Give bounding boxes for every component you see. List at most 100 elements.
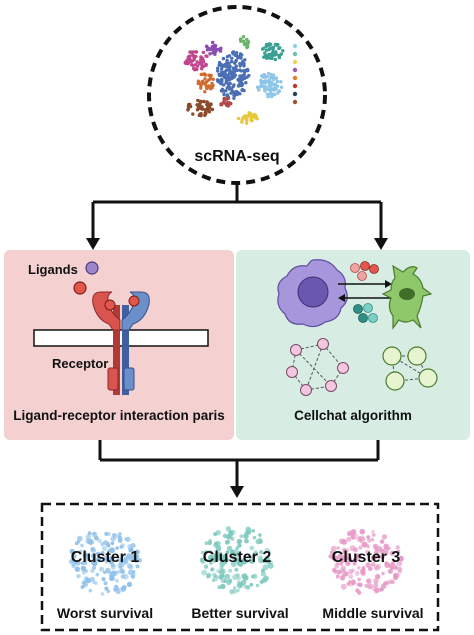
- cluster-3-cell-dot: [366, 553, 370, 557]
- umap-cell-dot: [203, 111, 208, 115]
- ligand-receptor-panel: Ligands Receptor Ligand-receptor interac…: [4, 250, 234, 440]
- cluster-1-cell-dot: [80, 561, 85, 566]
- umap-cell-dot: [240, 82, 245, 87]
- umap-cell-dot: [200, 107, 205, 111]
- cluster-3-cell-dot: [371, 533, 376, 537]
- cluster-3-cell-dot: [331, 567, 337, 573]
- umap-cell-dot: [273, 42, 278, 47]
- umap-cell-dot: [222, 96, 226, 101]
- merge-connector: [98, 440, 380, 488]
- umap-cell-dot: [241, 60, 245, 64]
- umap-cell-dot: [220, 87, 225, 92]
- umap-cell-dot: [264, 75, 268, 79]
- ligand-red-icon: [73, 281, 87, 295]
- umap-cell-dot: [227, 85, 232, 90]
- umap-cell-dot: [228, 64, 232, 68]
- umap-cell-dot: [195, 64, 200, 68]
- umap-cell-dot: [272, 76, 276, 80]
- receptor-blue-icon: [121, 291, 150, 395]
- umap-cell-dot: [219, 62, 223, 67]
- umap-cell-dot: [211, 40, 215, 45]
- cluster-1-cell-dot: [128, 547, 134, 553]
- cluster-3-cell-dot: [358, 545, 363, 550]
- umap-cell-dot: [270, 52, 274, 56]
- cluster-3-cell-dot: [385, 581, 390, 586]
- umap-cell-dot: [201, 64, 206, 69]
- cluster-3-cell-dot: [341, 539, 347, 545]
- cluster-1-cell-dot: [103, 540, 109, 546]
- cellchat-panel: Cellchat algorithm: [236, 250, 470, 440]
- umap-cell-dot: [243, 76, 247, 81]
- umap-cell-dot: [187, 54, 191, 59]
- cluster-2-cell-dot: [232, 549, 239, 556]
- cluster-3-cell-dot: [381, 534, 387, 540]
- umap-cell-dot: [261, 75, 265, 79]
- cluster-3-cell-dot: [336, 569, 342, 575]
- cluster-1-cell-dot: [71, 563, 76, 568]
- umap-cell-dot: [264, 80, 269, 84]
- cluster-3-cell-dot: [329, 550, 335, 555]
- umap-cell-dot: [261, 84, 265, 88]
- cluster-3-cell-dot: [345, 548, 350, 553]
- cluster-3-cell-dot: [344, 560, 351, 567]
- umap-cell-dot: [238, 52, 243, 56]
- cluster-2-cell-dot: [258, 533, 262, 537]
- cluster-2-cell-dot: [218, 574, 224, 580]
- umap-cell-dot: [267, 71, 271, 76]
- cluster-2-cell-dot: [209, 561, 213, 565]
- ligands-label: Ligands: [28, 262, 78, 277]
- cluster-3-cell-dot: [349, 545, 356, 552]
- umap-cell-dot: [274, 52, 278, 57]
- umap-cell-dot: [195, 103, 199, 107]
- cluster-1-label: Cluster 1: [71, 549, 140, 566]
- cluster-1-cell-dot: [85, 534, 92, 540]
- cluster-2-cell-dot: [264, 555, 270, 561]
- umap-cell-dot: [238, 61, 242, 66]
- cluster-1-cell-dot: [135, 564, 140, 569]
- cluster-2-cell-dot: [230, 561, 237, 567]
- cluster-2-cell-dot: [204, 541, 209, 545]
- cluster-3-cell-dot: [365, 550, 369, 554]
- cluster-2-cell-dot: [249, 555, 255, 561]
- umap-cell-dot: [268, 81, 273, 85]
- umap-cell-dot: [277, 55, 282, 60]
- umap-cell-dot: [191, 50, 195, 54]
- cluster-3-cell-dot: [351, 535, 355, 539]
- cluster-2-cell-dot: [262, 564, 269, 571]
- cluster-1-cell-dot: [120, 586, 127, 592]
- umap-cell-dot: [201, 50, 206, 55]
- cluster-2-cell-dot: [216, 551, 223, 557]
- umap-cell-dot: [207, 47, 212, 52]
- cluster-2-cell-dot: [241, 573, 247, 579]
- cluster-2-cell-dot: [250, 574, 255, 579]
- umap-cell-dot: [232, 83, 236, 87]
- cluster-2-cell-dot: [216, 569, 220, 573]
- cluster-3-survival: Middle survival: [322, 605, 423, 621]
- umap-cell-dot: [205, 86, 209, 91]
- cluster-1-cell-dot: [104, 559, 109, 564]
- cluster-1-cell-dot: [96, 551, 101, 557]
- cluster-1-cell-dot: [118, 532, 122, 536]
- cluster-3-label: Cluster 3: [332, 549, 401, 566]
- umap-cell-dot: [216, 69, 220, 73]
- cluster-3-cell-dot: [348, 574, 354, 579]
- ligand-receptor-caption: Ligand-receptor interaction paris: [13, 408, 225, 423]
- cluster-2-cell-dot: [203, 549, 208, 555]
- cellchat-caption: Cellchat algorithm: [294, 408, 412, 423]
- umap-cell-dot: [200, 81, 204, 85]
- cluster-1-cell-dot: [81, 570, 86, 575]
- umap-cell-dot: [239, 56, 243, 60]
- umap-cell-dot: [201, 58, 205, 62]
- cluster-2-cell-dot: [201, 569, 208, 576]
- umap-cell-dot: [221, 56, 226, 61]
- umap-cell-dot: [194, 54, 198, 59]
- umap-cell-dot: [216, 78, 221, 83]
- scrna-seq-label: scRNA-seq: [194, 148, 279, 165]
- cluster-3-cell-dot: [352, 557, 358, 563]
- cluster-1-cell-dot: [110, 571, 116, 577]
- cluster-3-cell-dot: [338, 556, 344, 563]
- cluster-3-cell-dot: [395, 545, 400, 550]
- cluster-2-cell-dot: [253, 550, 258, 555]
- umap-cell-dot: [195, 60, 199, 64]
